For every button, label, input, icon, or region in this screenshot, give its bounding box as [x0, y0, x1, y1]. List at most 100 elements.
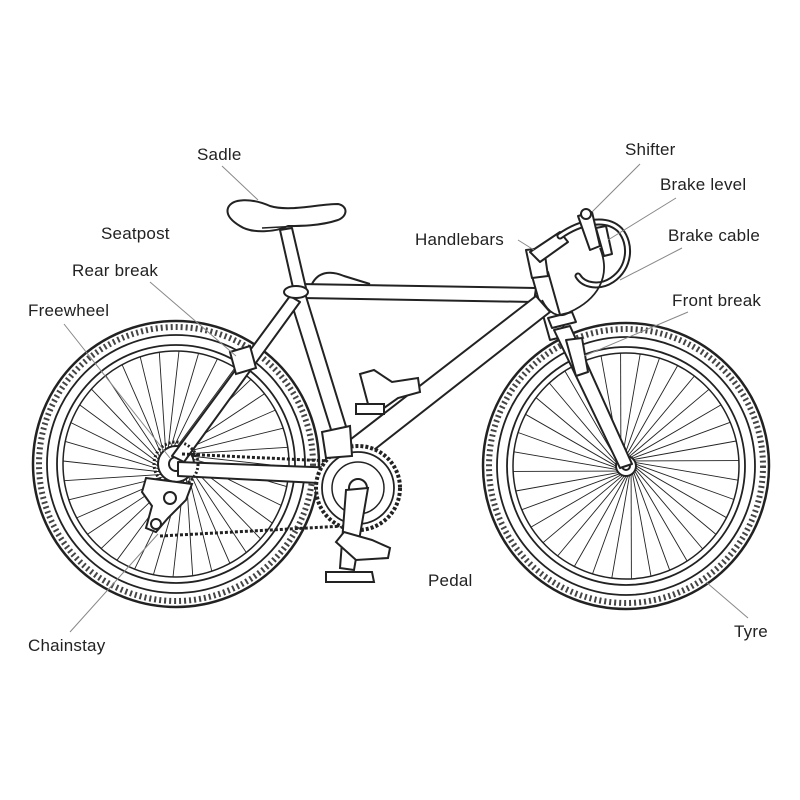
spoke [631, 421, 731, 460]
pedal-upper [355, 403, 385, 415]
leader-chainstay [69, 533, 159, 633]
front-tyre-inner [496, 336, 756, 596]
spoke [187, 474, 213, 572]
front-derailleur [320, 424, 354, 460]
cassette [152, 440, 200, 488]
front-assembly [525, 208, 633, 469]
rear-rim-inner [62, 350, 290, 578]
label-front-break: Front break [672, 291, 762, 310]
leader-freewheel [63, 323, 171, 459]
spoke [548, 382, 618, 464]
label-tyre: Tyre [734, 622, 768, 641]
seat-assembly [226, 199, 347, 299]
spoke [633, 469, 688, 562]
spoke [623, 357, 660, 458]
rear-tyre-outer [31, 319, 321, 609]
spoke [167, 350, 180, 451]
leader-brake-level [607, 197, 677, 241]
spoke [631, 472, 652, 577]
spoke [634, 466, 717, 535]
front-brake-caliper [565, 337, 589, 377]
spoke [626, 375, 695, 458]
pedal-lower-cage [334, 530, 392, 562]
spoke [525, 413, 618, 468]
spoke [183, 409, 276, 451]
spoke [105, 375, 162, 459]
spoke [139, 356, 165, 454]
leader-lines [63, 163, 749, 633]
spoke [624, 365, 679, 458]
saddle [226, 199, 347, 233]
front-tyre-outer [481, 321, 771, 611]
leader-rear-break [149, 281, 237, 357]
spoke [188, 446, 288, 455]
spoke [515, 471, 620, 492]
label-chainstay: Chainstay [28, 636, 106, 655]
leader-sadle [221, 165, 259, 201]
spoke [632, 471, 671, 571]
rear-wheel [31, 319, 321, 609]
front-tyre-tread [486, 326, 766, 606]
label-pedal: Pedal [428, 571, 473, 590]
spoke [521, 472, 621, 511]
spoke [634, 463, 735, 500]
spoke [65, 440, 162, 470]
spoke [542, 474, 624, 544]
spoke [513, 451, 618, 471]
spoke [62, 460, 163, 473]
leader-handlebars [517, 239, 535, 251]
leader-tyre [705, 581, 749, 619]
spoke [621, 353, 641, 458]
spoke [170, 353, 200, 450]
pedal-lower [325, 571, 376, 583]
spoke [79, 404, 161, 465]
spoke [530, 473, 623, 528]
label-handlebars: Handlebars [415, 230, 504, 249]
jockey-wheel-lower [150, 518, 162, 530]
label-brake-cable: Brake cable [668, 226, 760, 245]
spoke [91, 388, 161, 462]
spoke [190, 469, 247, 553]
chain-bottom [159, 524, 345, 538]
spoke [158, 352, 167, 452]
rear-tyre-tread [36, 324, 316, 604]
shifter-knob [580, 208, 592, 220]
top-tube [299, 283, 537, 303]
spoke [186, 427, 284, 453]
jockey-wheel-upper [163, 491, 177, 505]
spoke [632, 440, 737, 461]
seatpost-tube [279, 227, 307, 293]
rear-tyre-inner [46, 334, 306, 594]
spoke [189, 471, 231, 564]
spoke [517, 432, 618, 469]
spoke [121, 364, 163, 457]
drivetrain [140, 344, 422, 583]
seat-clamp [283, 285, 309, 299]
front-rim-outer [506, 346, 746, 586]
spoke [634, 468, 704, 550]
spoke [629, 404, 722, 459]
spoke [634, 461, 739, 481]
spoke [64, 473, 164, 482]
spoke [175, 367, 236, 449]
label-sadle: Sadle [197, 145, 242, 164]
stem-extension [529, 231, 569, 263]
rear-brake-caliper [228, 344, 258, 376]
chain-top [181, 452, 351, 464]
spoke [611, 474, 631, 579]
leader-shifter [591, 163, 641, 213]
spoke [573, 474, 628, 567]
label-shifter: Shifter [625, 140, 676, 159]
leader-front-break [583, 311, 689, 357]
saddle-rail [261, 225, 301, 229]
rear-rim-outer [56, 344, 296, 584]
spoke [535, 397, 618, 466]
rear-derailleur [140, 476, 194, 534]
spoke [70, 422, 161, 468]
spoke [628, 388, 710, 458]
brake-cable-loop [541, 247, 605, 317]
spoke [634, 464, 727, 519]
spoke [191, 466, 261, 540]
